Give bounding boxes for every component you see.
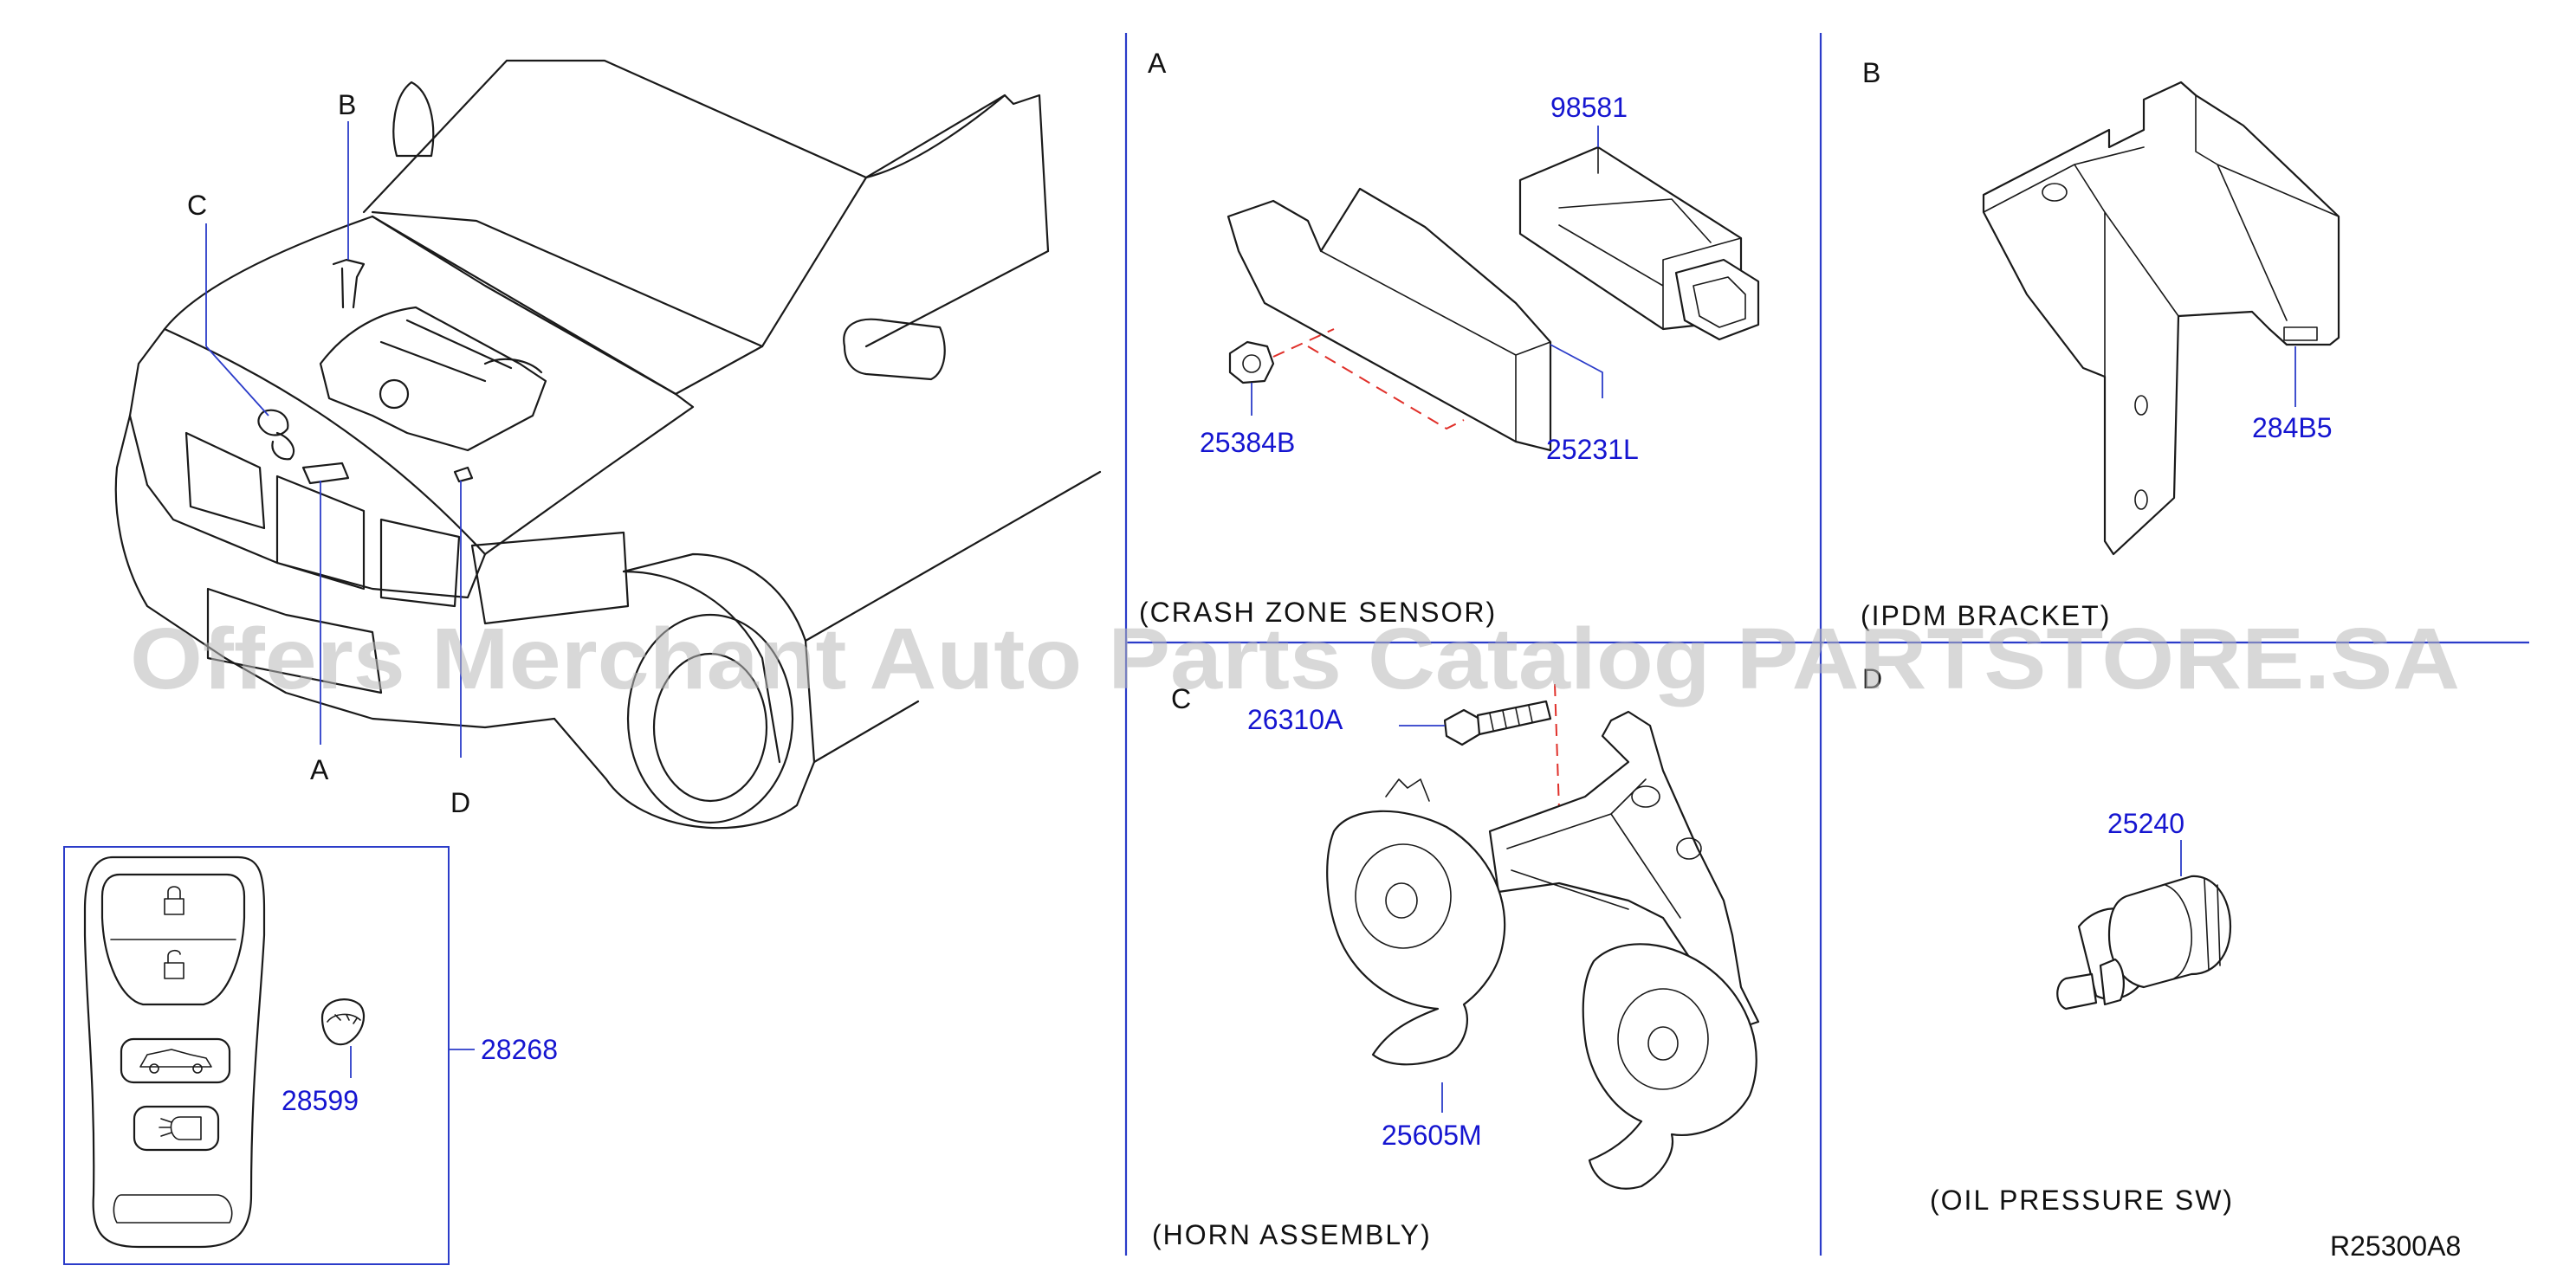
callout-b: B — [338, 89, 356, 120]
callout-a: A — [310, 754, 329, 785]
panel-b: B 284B5 (IPDM BRACKET) — [1861, 57, 2340, 631]
panel-c-caption: (HORN ASSEMBLY) — [1152, 1219, 1432, 1250]
sensor-bracket — [1227, 187, 1552, 452]
diagram-code: R25300A8 — [2330, 1230, 2461, 1262]
part-number-25231l: 25231L — [1546, 434, 1639, 465]
panel-a-letter: A — [1148, 48, 1167, 79]
panel-c-letter: C — [1171, 683, 1191, 714]
panel-d-caption: (OIL PRESSURE SW) — [1930, 1185, 2234, 1216]
part-number-26310a: 26310A — [1247, 704, 1343, 735]
panel-a-caption: (CRASH ZONE SENSOR) — [1139, 597, 1497, 628]
vehicle-drawing — [114, 59, 1102, 830]
oil-pressure-switch — [2056, 875, 2232, 1011]
part-number-28599: 28599 — [282, 1085, 359, 1116]
horn-bracket — [1488, 710, 1760, 1032]
part-number-284b5: 284B5 — [2252, 412, 2333, 443]
panic-button — [133, 1105, 220, 1152]
light-icon — [159, 1116, 202, 1140]
vehicle-callout-leaders — [205, 121, 462, 758]
panel-b-caption: (IPDM BRACKET) — [1861, 600, 2111, 631]
watermark: Offers Merchant Auto Parts Catalog PARTS… — [130, 610, 2460, 707]
assembly-guide — [1272, 328, 1465, 430]
part-number-25605m: 25605M — [1382, 1120, 1482, 1151]
callout-d: D — [450, 787, 470, 818]
vehicle-callouts: B C A D — [187, 89, 470, 818]
panel-dividers — [1124, 33, 2529, 1256]
battery — [320, 998, 366, 1046]
part-number-98581: 98581 — [1550, 92, 1628, 123]
panel-d: D 25240 (OIL PRESSURE SW) — [1862, 663, 2234, 1216]
rear-hatch-button — [120, 1037, 231, 1084]
panel-d-letter: D — [1862, 663, 1882, 694]
lock-icon — [164, 886, 184, 915]
horn-left — [1326, 810, 1506, 1066]
panel-a: A 98581 25384B 25231L (CRASH ZONE SENSOR… — [1139, 48, 1760, 628]
horn-right — [1582, 943, 1757, 1190]
unlock-icon — [164, 949, 184, 979]
part-number-28268: 28268 — [481, 1034, 558, 1065]
part-number-25384b: 25384B — [1200, 427, 1295, 458]
callout-c: C — [187, 190, 207, 221]
panel-b-letter: B — [1862, 57, 1880, 88]
panel-c: C 26310A 25605M (HORN ASSEMBLY) — [1152, 683, 1760, 1250]
ipdm-bracket — [1982, 81, 2340, 556]
part-number-25240: 25240 — [2107, 808, 2184, 839]
vehicle-icon — [139, 1049, 212, 1068]
keyfob-panel: 28268 28599 — [63, 846, 558, 1265]
bolt — [1443, 700, 1552, 746]
nut — [1228, 340, 1275, 384]
